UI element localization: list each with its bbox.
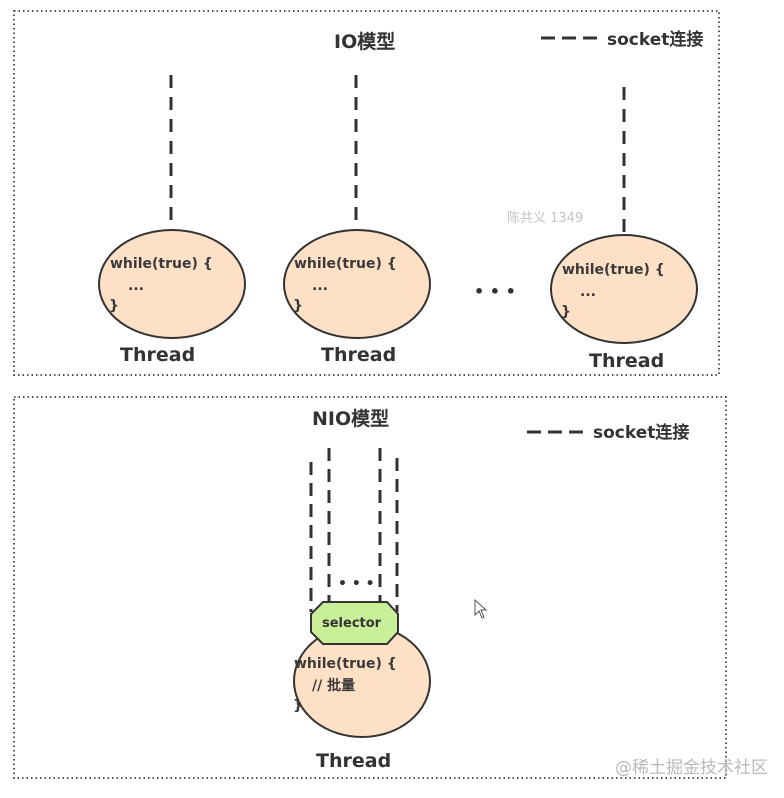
code-line: ... [128,278,144,294]
thread-label: Thread [321,344,396,366]
code-line: while(true) { [562,262,665,278]
io-panel-border [13,10,720,376]
nio-ellipsis: • • • [338,576,375,592]
code-line: ... [312,278,328,294]
io-title: IO模型 [334,30,395,53]
nio-legend: socket连接 [527,422,689,443]
code-line: while(true) { [294,656,397,672]
selector-octagon [310,601,399,645]
thread-label: Thread [589,350,664,372]
nio-panel-border [13,396,727,779]
nio-model-panel: NIO模型 socket连接 • • • while(true) { // 批量… [13,396,727,779]
watermark: 陈共义 1349 [507,210,583,226]
io-thread-2: while(true) { ... } Thread [283,229,431,366]
selector-label: selector [322,616,382,631]
thread-ellipse [550,234,698,344]
io-legend: socket连接 [541,29,703,50]
nio-title: NIO模型 [312,407,389,430]
mouse-cursor-icon [474,598,488,619]
io-model-panel: IO模型 socket连接 while(true) { ... } Thread… [13,10,720,376]
io-thread-3: while(true) { ... } Thread [550,234,698,372]
nio-legend-label: socket连接 [593,422,689,443]
code-line: } [109,298,119,314]
code-line: } [293,698,303,714]
selector: selector [310,601,399,645]
nio-thread: while(true) { // 批量 } Thread [293,624,431,772]
thread-ellipse [98,229,246,339]
code-line: while(true) { [110,256,213,272]
footer-watermark: @稀土掘金技术社区 [615,758,768,778]
code-line: while(true) { [294,256,397,272]
code-line: ... [580,284,596,300]
code-line: } [561,304,571,320]
io-legend-label: socket连接 [607,29,703,50]
thread-label: Thread [120,344,195,366]
io-ellipsis: • • • [474,282,516,301]
io-thread-1: while(true) { ... } Thread [98,229,246,366]
code-line: } [293,298,303,314]
thread-ellipse [283,229,431,339]
code-line: // 批量 [312,677,355,694]
thread-label: Thread [316,750,391,772]
